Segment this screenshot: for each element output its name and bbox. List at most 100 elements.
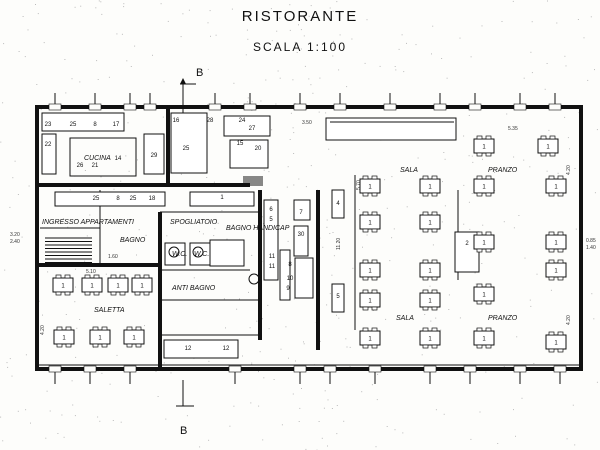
dimension-labels: 3.50 5.35 5.10 1.60 3.20 2.40 0.85 1.40 … — [10, 120, 596, 335]
service-number: 6 — [269, 207, 273, 213]
kitchen-number: 24 — [239, 118, 246, 124]
room-label-sala-top: SALA — [400, 167, 418, 174]
plan-scale: SCALA 1:100 — [252, 40, 348, 54]
kitchen-number: 18 — [149, 196, 156, 202]
service-number: 12 — [185, 346, 192, 352]
service-number: 5 — [269, 217, 273, 223]
room-label-pranzo-bottom: PRANZO — [488, 315, 518, 322]
table-label: 1 — [482, 337, 486, 343]
dining-table: 1 — [419, 211, 441, 233]
dining-table: 1 — [473, 283, 495, 305]
kitchen-number: 8 — [116, 196, 120, 202]
dining-table: 1 — [131, 274, 153, 296]
service-number: 30 — [298, 232, 305, 238]
service-number: 5 — [336, 294, 340, 300]
svg-text:2.40: 2.40 — [10, 239, 20, 245]
dining-table: 1 — [419, 259, 441, 281]
dining-table: 1 — [419, 175, 441, 197]
svg-text:5.10: 5.10 — [86, 269, 96, 275]
room-label-pranzo-top: PRANZO — [488, 167, 518, 174]
table-label: 1 — [368, 221, 372, 227]
svg-text:11.20: 11.20 — [336, 238, 342, 250]
table-label: 1 — [61, 284, 65, 290]
table-label: 1 — [98, 336, 102, 342]
room-label-ingresso: INGRESSO APPARTAMENTI — [42, 219, 134, 226]
service-number: 7 — [299, 210, 303, 216]
service-number: 9 — [286, 286, 290, 292]
table-label: 1 — [428, 221, 432, 227]
table-label: 1 — [554, 185, 558, 191]
kitchen-number: 8 — [93, 122, 97, 128]
kitchen-number: 27 — [249, 126, 256, 132]
kitchen-number: 25 — [183, 146, 190, 152]
room-label-wc-1: W.C. — [172, 251, 187, 258]
table-label: 1 — [554, 341, 558, 347]
room-labels: CUCINA SPOGLIATOIO INGRESSO APPARTAMENTI… — [42, 155, 518, 322]
dining-table: 1 — [359, 211, 381, 233]
service-number: 11 — [269, 264, 276, 270]
table-label: 1 — [368, 269, 372, 275]
service-number: 11 — [269, 254, 276, 260]
table-label: 1 — [546, 145, 550, 151]
room-label-sala-bottom: SALA — [396, 315, 414, 322]
kitchen-number: 20 — [255, 146, 262, 152]
kitchen-number: 15 — [237, 141, 244, 147]
table-label: 1 — [428, 185, 432, 191]
table-label: 1 — [140, 284, 144, 290]
svg-text:B: B — [196, 67, 203, 79]
table-label: 1 — [554, 269, 558, 275]
service-number: 4 — [336, 201, 340, 207]
kitchen-number: 16 — [173, 118, 180, 124]
dining-table: 1 — [359, 327, 381, 349]
svg-text:5.70: 5.70 — [356, 180, 362, 190]
exterior-walls — [35, 105, 583, 371]
table-label: 1 — [90, 284, 94, 290]
svg-text:4.20: 4.20 — [566, 315, 572, 325]
kitchen-fixtures — [41, 112, 271, 207]
dining-table: 1 — [473, 327, 495, 349]
svg-text:3.20: 3.20 — [10, 232, 20, 238]
kitchen-number: 26 — [77, 163, 84, 169]
kitchen-number: 23 — [45, 122, 52, 128]
dining-table: 1 — [419, 327, 441, 349]
dining-table: 1 — [52, 274, 74, 296]
wall-openings — [48, 93, 567, 384]
room-label-cucina: CUCINA — [84, 155, 111, 162]
table-label: 1 — [368, 337, 372, 343]
kitchen-number: 14 — [115, 156, 122, 162]
dining-table: 1 — [537, 135, 559, 157]
dining-table: 1 — [123, 326, 145, 348]
room-label-wc-2: W.C. — [194, 251, 209, 258]
kitchen-number: 29 — [151, 153, 158, 159]
room-label-saletta: SALETTA — [94, 307, 125, 314]
dining-table: 1 — [89, 326, 111, 348]
table-label: 1 — [482, 293, 486, 299]
kitchen-number: 28 — [207, 118, 214, 124]
room-label-spogliatoio: SPOGLIATOIO — [170, 219, 218, 226]
dining-table: 1 — [545, 175, 567, 197]
interior-walls — [37, 107, 459, 369]
table-label: 1 — [428, 269, 432, 275]
service-fixtures — [163, 117, 480, 359]
table-label: 1 — [368, 185, 372, 191]
room-label-bagno: BAGNO — [120, 237, 146, 244]
dining-table: 1 — [473, 175, 495, 197]
room-label-anti-bagno: ANTI BAGNO — [171, 285, 216, 292]
dining-table: 1 — [473, 231, 495, 253]
table-label: 1 — [482, 185, 486, 191]
svg-text:5.35: 5.35 — [508, 126, 518, 132]
dining-table: 1 — [359, 175, 381, 197]
dining-table: 1 — [419, 289, 441, 311]
kitchen-number: 25 — [130, 196, 137, 202]
kitchen-number: 25 — [70, 122, 77, 128]
kitchen-number: 17 — [113, 122, 120, 128]
table-label: 1 — [132, 336, 136, 342]
kitchen-number: 22 — [45, 142, 52, 148]
kitchen-number: 25 — [93, 196, 100, 202]
section-marker-top: B — [180, 67, 203, 120]
svg-text:1.40: 1.40 — [586, 245, 596, 251]
table-label: 1 — [482, 241, 486, 247]
section-marker-bottom: B — [176, 380, 194, 437]
